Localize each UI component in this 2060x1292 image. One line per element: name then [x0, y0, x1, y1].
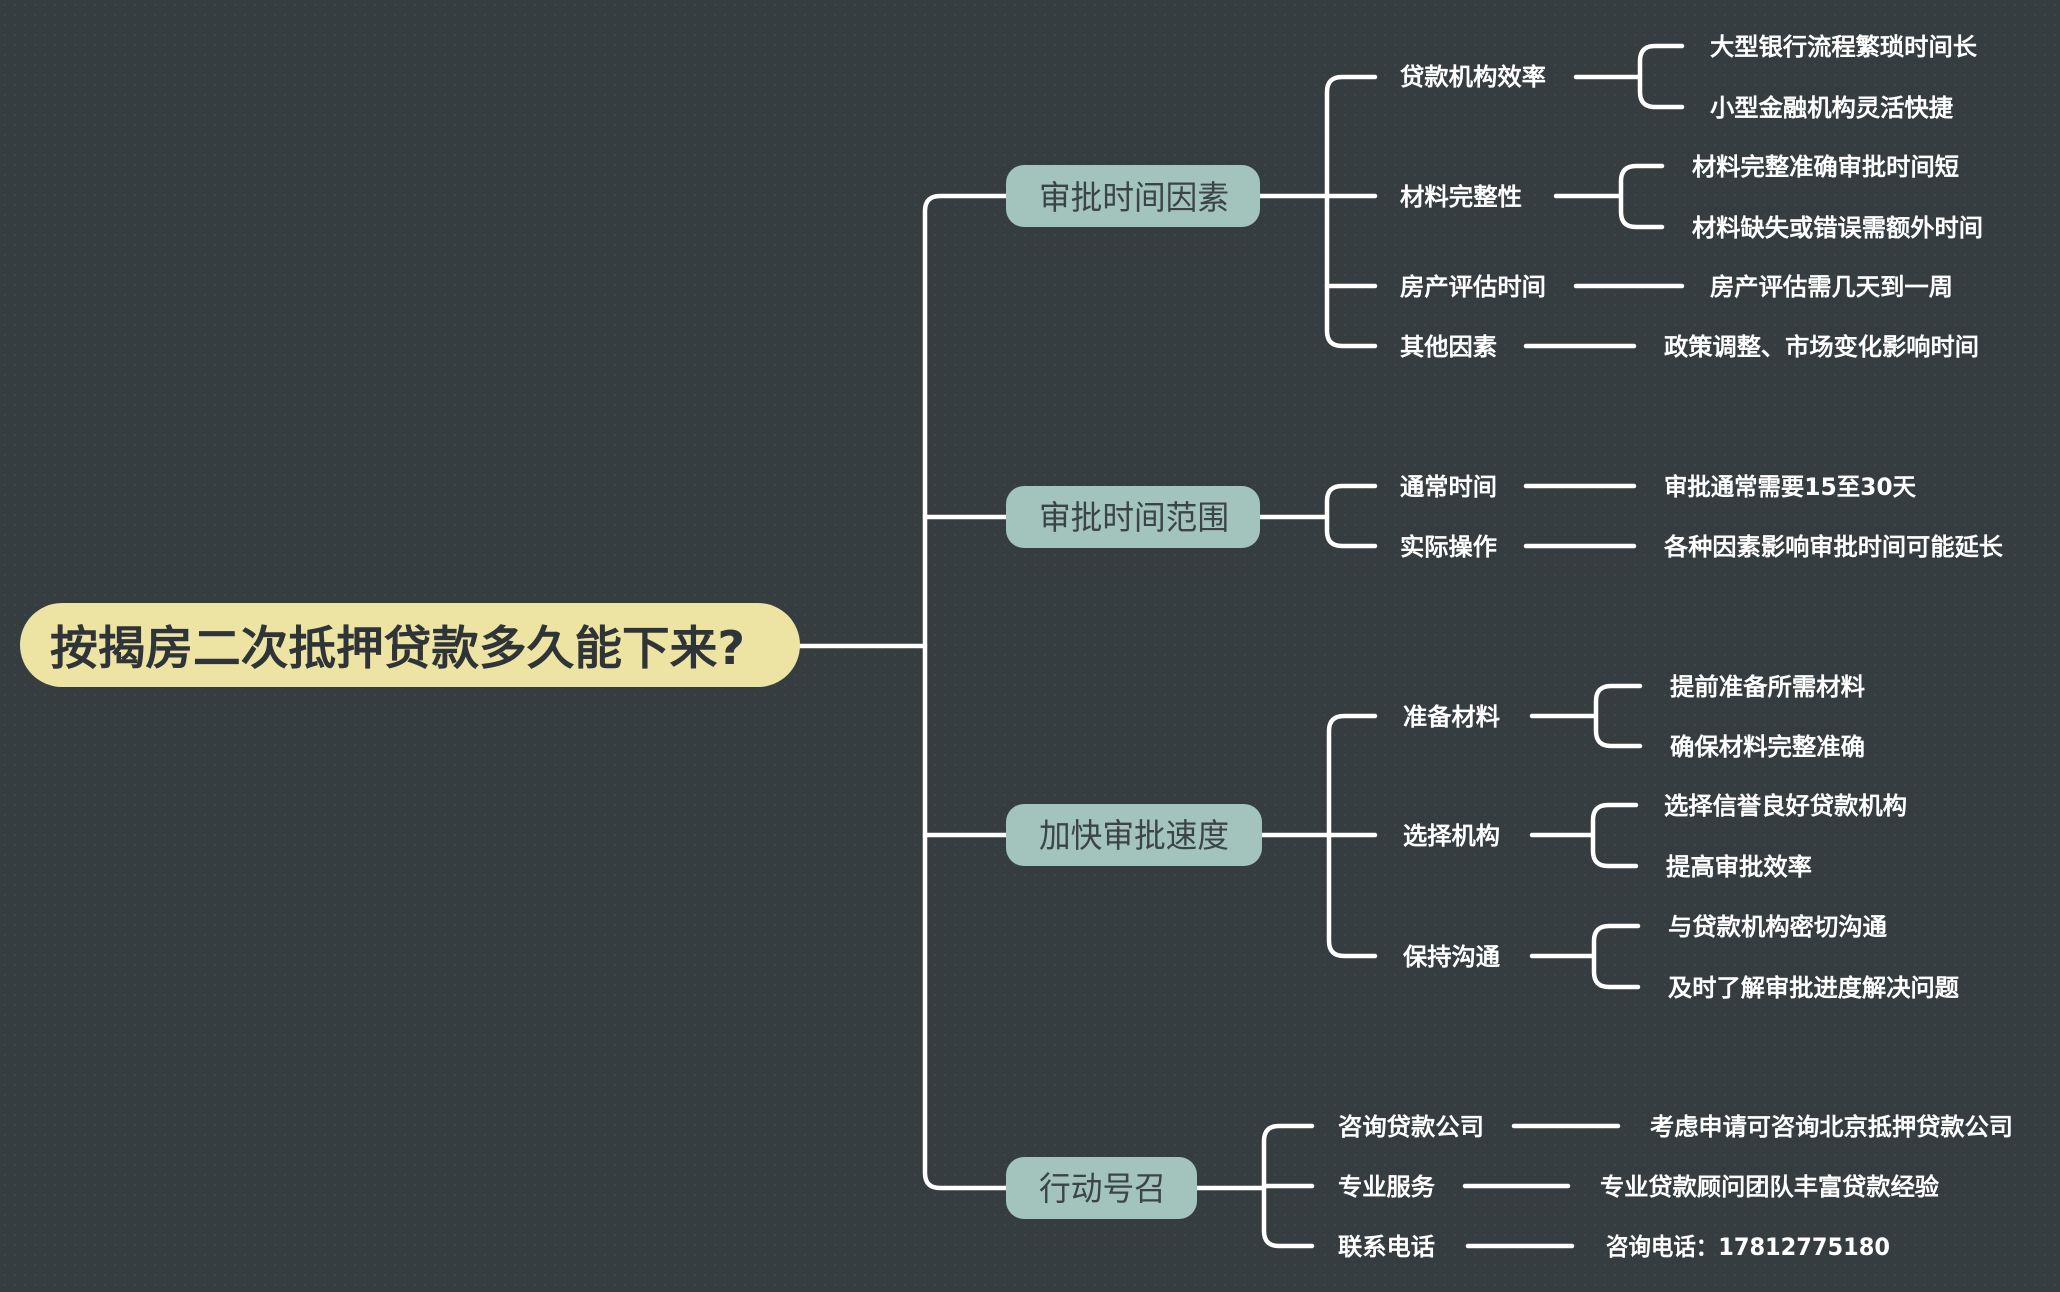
leaf-label[interactable]: 小型金融机构灵活快捷 [1710, 94, 1953, 122]
trunk-topic-2 [1324, 483, 1378, 549]
branch-label[interactable]: 房产评估时间 [1400, 273, 1546, 301]
leaf-label[interactable]: 材料缺失或错误需额外时间 [1692, 214, 1983, 242]
branch-label[interactable]: 通常时间 [1400, 473, 1497, 501]
topic-box [1006, 165, 1260, 227]
branch-label[interactable]: 咨询贷款公司 [1338, 1113, 1484, 1141]
leaf-label[interactable]: 审批通常需要15至30天 [1664, 473, 1916, 501]
bracket-t3-b1 [1529, 683, 1643, 749]
root-title: 按揭房二次抵押贷款多久能下来? [50, 621, 745, 675]
leaf-label[interactable]: 材料完整准确审批时间短 [1692, 153, 1959, 181]
branch-label[interactable]: 专业服务 [1338, 1173, 1436, 1201]
bracket-t1-b1 [1573, 43, 1685, 110]
leaf-label[interactable]: 考虑申请可咨询北京抵押贷款公司 [1650, 1113, 2013, 1141]
bracket-t3-b2 [1529, 802, 1639, 869]
topic-label: 加快审批速度 [1039, 816, 1229, 855]
branch-label[interactable]: 材料完整性 [1400, 183, 1522, 211]
topic-box [1006, 804, 1262, 866]
leaf-label[interactable]: 咨询电话：17812775180 [1606, 1233, 1890, 1261]
leaf-labels: 大型银行流程繁琐时间长 小型金融机构灵活快捷 材料完整准确审批时间短 材料缺失或… [1600, 33, 2013, 1261]
connector-lines [797, 43, 1685, 1249]
root-node-box [20, 603, 800, 687]
topic-node-approval-range[interactable]: 审批时间范围 [1006, 486, 1260, 548]
topic-node-speed-up[interactable]: 加快审批速度 [1006, 804, 1262, 866]
branch-label[interactable]: 准备材料 [1403, 703, 1500, 731]
bracket-t3-b3 [1529, 923, 1641, 990]
topic-node-approval-factors[interactable]: 审批时间因素 [1006, 165, 1260, 227]
topic-box [1006, 1157, 1197, 1219]
leaf-label[interactable]: 提前准备所需材料 [1670, 673, 1865, 701]
branch-label[interactable]: 选择机构 [1403, 822, 1500, 850]
leaf-label[interactable]: 确保材料完整准确 [1670, 733, 1865, 761]
topic-node-call-to-action[interactable]: 行动号召 [1006, 1157, 1197, 1219]
leaf-label[interactable]: 与贷款机构密切沟通 [1668, 913, 1887, 941]
leaf-label[interactable]: 各种因素影响审批时间可能延长 [1663, 533, 2004, 561]
branch-labels: 贷款机构效率 材料完整性 房产评估时间 其他因素 通常时间 实际操作 准备材料 … [1338, 63, 1546, 1261]
leaf-label[interactable]: 大型银行流程繁琐时间长 [1710, 33, 1978, 61]
bracket-t1-b2 [1553, 163, 1665, 230]
topic-label: 审批时间因素 [1039, 178, 1229, 217]
topic-label: 审批时间范围 [1039, 498, 1229, 537]
leaf-label[interactable]: 及时了解审批进度解决问题 [1668, 974, 1959, 1002]
branch-label[interactable]: 贷款机构效率 [1400, 63, 1546, 91]
trunk-topic-1 [1324, 74, 1378, 349]
branch-label[interactable]: 联系电话 [1338, 1233, 1435, 1261]
topic-label: 行动号召 [1039, 1169, 1166, 1208]
branch-label[interactable]: 保持沟通 [1402, 943, 1500, 971]
branch-label[interactable]: 其他因素 [1400, 333, 1497, 361]
leaf-label[interactable]: 提高审批效率 [1666, 853, 1812, 881]
leaf-label[interactable]: 选择信誉良好贷款机构 [1664, 792, 1907, 820]
root-node[interactable]: 按揭房二次抵押贷款多久能下来? [20, 603, 800, 687]
branch-label[interactable]: 实际操作 [1400, 533, 1497, 561]
leaf-label[interactable]: 专业贷款顾问团队丰富贷款经验 [1600, 1173, 1939, 1201]
topic-box [1006, 486, 1260, 548]
leaf-label[interactable]: 房产评估需几天到一周 [1710, 273, 1953, 301]
leaf-label[interactable]: 政策调整、市场变化影响时间 [1664, 333, 1979, 361]
trunk-main [922, 193, 1009, 1191]
